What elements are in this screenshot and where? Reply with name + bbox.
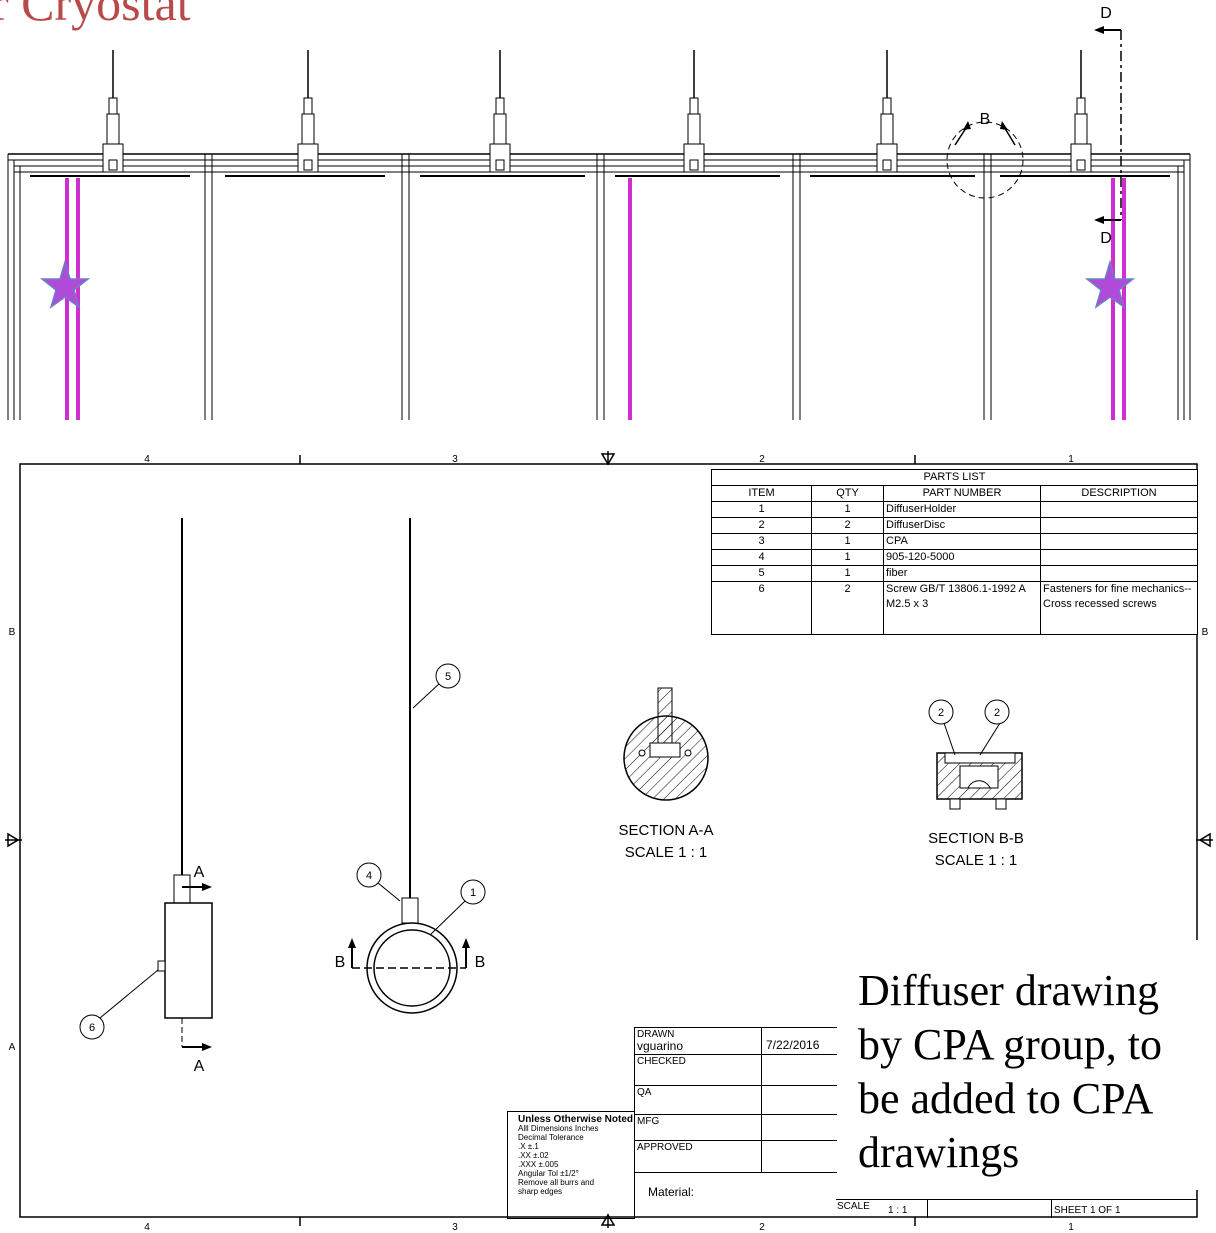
section-d-label-bottom: D: [1100, 230, 1112, 247]
approved-row: APPROVED: [635, 1141, 837, 1173]
drawn-by: vguarino: [637, 1039, 684, 1053]
qa-row: QA: [635, 1086, 837, 1115]
zone-2-bottom: 2: [759, 1222, 765, 1233]
tolerance-line: .XXX ±.005: [518, 1160, 559, 1169]
parts-list-title: PARTS LIST: [710, 469, 1199, 486]
section-aa-scale: SCALE 1 : 1: [625, 844, 708, 861]
tolerance-line: sharp edges: [518, 1187, 563, 1196]
section-bb-scale: SCALE 1 : 1: [935, 852, 1018, 869]
drawn-label: DRAWN: [637, 1029, 675, 1040]
slide-title: r Cryostat: [0, 0, 191, 31]
tolerance-line: Angular Tol ±1/2°: [518, 1169, 579, 1178]
col-description: DESCRIPTION: [1039, 485, 1199, 502]
mfg-row: MFG: [635, 1115, 837, 1141]
scale-label: SCALE: [837, 1201, 870, 1212]
material-label: Material:: [648, 1185, 695, 1199]
sheet-number: SHEET 1 OF 1: [1054, 1205, 1121, 1216]
tolerance-line: Decimal Tolerance: [518, 1133, 584, 1142]
drawn-date: 7/22/2016: [766, 1038, 820, 1052]
col-part-number: PART NUMBER: [883, 485, 1041, 502]
section-d-label-top: D: [1100, 5, 1112, 22]
zone-4-bottom: 4: [144, 1222, 150, 1233]
approved-label: APPROVED: [637, 1142, 693, 1153]
parts-list-table: PARTS LIST ITEM QTY PART NUMBER DESCRIPT…: [710, 469, 1199, 635]
drawn-row: DRAWN vguarino 7/22/2016: [635, 1028, 837, 1055]
svg-text:2: 2: [994, 707, 1000, 719]
cryostat-drawing: B D D: [7, 5, 1191, 420]
tolerance-line: .X ±.1: [518, 1142, 539, 1151]
tolerance-line: Alll Dimensions Inches: [518, 1124, 599, 1133]
svg-text:4: 4: [366, 870, 372, 882]
tolerance-heading: Unless Otherwise Noted: [517, 1114, 633, 1125]
zone-1-bottom: 1: [1068, 1222, 1074, 1233]
zone-b-left: B: [9, 627, 16, 638]
zone-b-right: B: [1202, 627, 1209, 638]
checked-row: CHECKED: [635, 1055, 837, 1086]
star-marker-right: [1084, 259, 1136, 309]
section-bb-title: SECTION B-B: [928, 830, 1024, 847]
caption-box: Diffuser drawing by CPA group, to be add…: [850, 940, 1210, 1190]
balloon-6: [79, 1014, 105, 1040]
section-b-marker-left: B: [335, 954, 346, 971]
section-a-marker-top: A: [194, 864, 205, 881]
balloon-1: [460, 879, 486, 905]
title-block: DRAWN vguarino 7/22/2016 CHECKED QA MFG …: [634, 1027, 837, 1218]
tolerance-note: Unless Otherwise Noted Alll Dimensions I…: [507, 1111, 635, 1219]
title-block-divider: [761, 1027, 762, 1172]
section-a-marker-bottom: A: [194, 1058, 205, 1075]
zone-1-top: 1: [1068, 454, 1074, 465]
star-marker-left: [39, 259, 91, 309]
tolerance-line: .XX ±.02: [518, 1151, 549, 1160]
section-aa-title: SECTION A-A: [618, 822, 713, 839]
svg-text:2: 2: [938, 707, 944, 719]
balloon-2-right: [984, 699, 1010, 725]
zone-3-bottom: 3: [452, 1222, 458, 1233]
detail-b-label: B: [980, 111, 991, 128]
col-item: ITEM: [711, 485, 812, 502]
scale-value: 1 : 1: [888, 1205, 908, 1216]
caption-line: by CPA group, to: [858, 1020, 1163, 1069]
balloon-2-left: [928, 699, 954, 725]
zone-2-top: 2: [759, 454, 765, 465]
diffuser-drawing-sheet: 4 3 2 1 4 3 2 1 B B A A A 6 B B 5 4 1: [5, 451, 1213, 1233]
zone-a-left: A: [9, 1042, 16, 1053]
balloon-4: [356, 862, 382, 888]
checked-label: CHECKED: [637, 1056, 686, 1067]
svg-text:6: 6: [89, 1022, 95, 1034]
balloon-5: [435, 663, 461, 689]
tolerance-line: Remove all burrs and: [518, 1178, 595, 1187]
caption-line: be added to CPA: [858, 1074, 1154, 1123]
svg-text:1: 1: [470, 887, 476, 899]
qa-label: QA: [637, 1087, 652, 1098]
col-qty: QTY: [811, 485, 884, 502]
caption-line: drawings: [858, 1128, 1020, 1177]
zone-4-top: 4: [144, 454, 150, 465]
caption-line: Diffuser drawing: [858, 966, 1159, 1015]
scale-strip: SCALE 1 : 1 SHEET 1 OF 1: [836, 1199, 1197, 1218]
svg-text:5: 5: [445, 671, 451, 683]
mfg-label: MFG: [637, 1116, 660, 1127]
zone-3-top: 3: [452, 454, 458, 465]
section-b-marker-right: B: [475, 954, 486, 971]
